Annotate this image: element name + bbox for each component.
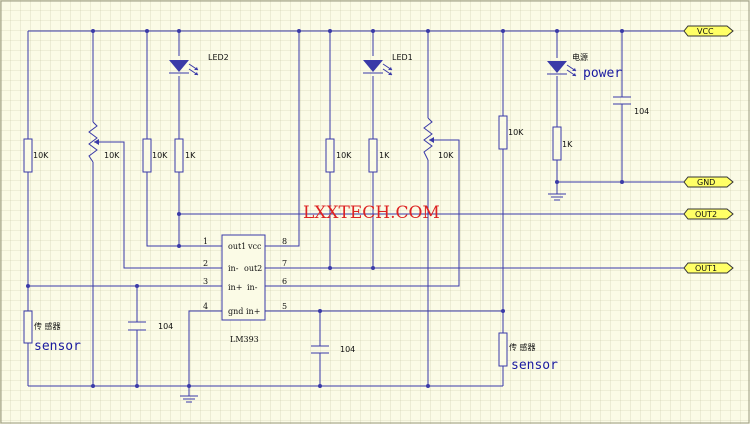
ic-pin-5: 5 <box>282 302 287 311</box>
resistor-left-10k[interactable]: 10K <box>23 138 49 173</box>
svg-text:power: power <box>583 66 622 81</box>
resistor-out2-10k[interactable]: 10K <box>325 138 352 173</box>
svg-text:10K: 10K <box>33 151 49 160</box>
power-led[interactable]: 电源 power <box>547 52 622 81</box>
resistor-right-10k[interactable]: 10K <box>498 115 524 150</box>
resistor-led2-1k[interactable]: 1K <box>174 138 196 173</box>
ic-label-in-plus: in+ <box>228 283 242 292</box>
svg-text:sensor: sensor <box>34 339 81 354</box>
port-out2[interactable]: OUT2 <box>683 208 734 220</box>
svg-text:104: 104 <box>340 345 355 354</box>
svg-text:LED1: LED1 <box>392 53 413 62</box>
resistor-power-1k[interactable]: 1K <box>552 126 573 161</box>
ground-symbol-bottom <box>180 395 198 403</box>
watermark-text: LXXTECH.COM <box>303 203 440 223</box>
sensor-right[interactable]: 传 感器 sensor <box>498 332 558 373</box>
svg-text:10K: 10K <box>104 151 120 160</box>
ic-label-in-plus-2: in+ <box>246 307 260 316</box>
ic-pin-7: 7 <box>282 259 287 268</box>
svg-text:104: 104 <box>634 107 649 116</box>
ground-symbol-right <box>548 193 566 201</box>
svg-text:传 感器: 传 感器 <box>509 342 536 352</box>
svg-text:1K: 1K <box>562 140 573 149</box>
ic-label-in-minus-2: in- <box>247 283 258 292</box>
svg-text:电源: 电源 <box>572 52 588 62</box>
svg-text:传 感器: 传 感器 <box>34 321 61 331</box>
svg-text:10K: 10K <box>438 151 454 160</box>
svg-text:OUT1: OUT1 <box>695 264 717 273</box>
svg-text:GND: GND <box>697 178 715 187</box>
svg-text:10K: 10K <box>508 128 524 137</box>
svg-text:OUT2: OUT2 <box>695 210 717 219</box>
resistor-out1-10k[interactable]: 10K <box>142 138 168 173</box>
ic-lm393[interactable]: 1 2 3 4 8 7 6 5 out1 in- in+ gnd vcc out… <box>200 234 287 344</box>
port-out1[interactable]: OUT1 <box>683 262 734 274</box>
ic-label-out1: out1 <box>228 242 246 251</box>
port-gnd[interactable]: GND <box>683 176 734 188</box>
ic-pin-4: 4 <box>203 302 208 311</box>
potentiometer-left-10k[interactable]: 10K <box>88 121 120 163</box>
svg-text:VCC: VCC <box>697 27 714 36</box>
potentiometer-right-10k[interactable]: 10K <box>423 117 454 161</box>
svg-text:104: 104 <box>158 322 173 331</box>
ic-pin-6: 6 <box>282 277 287 286</box>
led2[interactable]: LED2 <box>169 53 229 76</box>
led1[interactable]: LED1 <box>363 53 413 76</box>
svg-text:LED2: LED2 <box>208 53 229 62</box>
svg-text:10K: 10K <box>152 151 168 160</box>
svg-text:sensor: sensor <box>511 358 558 373</box>
ic-label-in-minus: in- <box>228 264 239 273</box>
ic-pin-1: 1 <box>203 237 208 246</box>
ic-pin-3: 3 <box>203 277 208 286</box>
sensor-left[interactable]: 传 感器 sensor <box>23 310 81 354</box>
ic-label-vcc: vcc <box>247 242 262 251</box>
resistor-led1-1k[interactable]: 1K <box>368 138 390 173</box>
ic-label-out2: out2 <box>244 264 262 273</box>
port-vcc[interactable]: VCC <box>683 25 734 37</box>
capacitor-vcc-104[interactable]: 104 <box>613 96 649 116</box>
svg-text:1K: 1K <box>185 151 196 160</box>
svg-text:1K: 1K <box>379 151 390 160</box>
wires <box>27 30 688 396</box>
ic-pin-2: 2 <box>203 259 208 268</box>
junction-dots <box>26 29 624 388</box>
ic-label-gnd: gnd <box>228 307 243 316</box>
ic-part-name: LM393 <box>230 335 259 344</box>
ic-pin-8: 8 <box>282 237 287 246</box>
capacitor-left-104[interactable]: 104 <box>128 321 173 331</box>
svg-text:10K: 10K <box>336 151 352 160</box>
capacitor-mid-104[interactable]: 104 <box>311 345 355 354</box>
